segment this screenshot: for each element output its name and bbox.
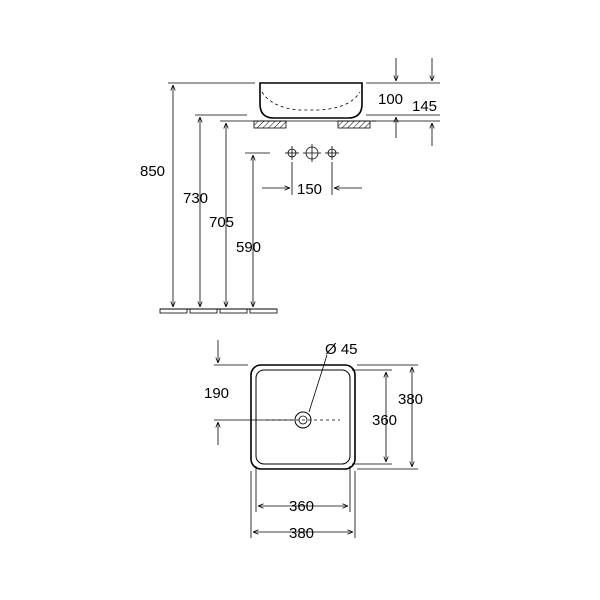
basin-outer-outline [250,364,356,470]
countertop-pad-left [253,120,287,129]
tap-hole-left [285,146,299,160]
label-100: 100 [378,91,403,108]
side-view: 850 730 705 590 100 145 1 [140,58,440,314]
label-150: 150 [297,181,322,198]
label-730: 730 [183,190,208,207]
label-590: 590 [236,239,261,256]
label-850: 850 [140,163,165,180]
basin-inner-outline [255,369,351,465]
label-705: 705 [209,214,234,231]
label-drain-diameter: Ø 45 [325,341,358,358]
tap-hole-center [303,144,321,162]
countertop-pad-right [337,120,371,129]
label-380-horizontal: 380 [289,525,314,542]
label-360-vertical: 360 [372,412,397,429]
label-360-horizontal: 360 [289,498,314,515]
tap-hole-right [325,146,339,160]
label-380-vertical: 380 [398,391,423,408]
basin-inner-dashed [261,91,361,111]
label-145: 145 [412,98,437,115]
basin-side-profile [259,82,363,119]
label-190: 190 [204,385,229,402]
top-view: Ø 45 190 360 380 360 380 [204,340,423,542]
